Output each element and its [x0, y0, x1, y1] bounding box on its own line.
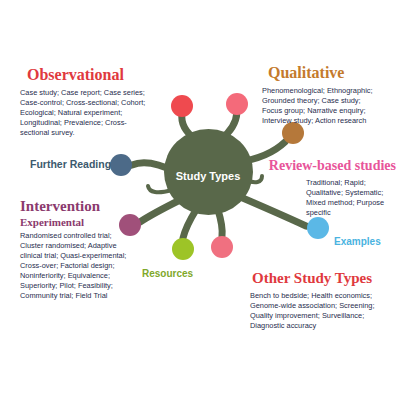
dot: [171, 95, 193, 117]
dot: [211, 236, 233, 258]
category-heading: Other Study Types: [252, 270, 372, 287]
sub-heading: Experimental: [20, 216, 84, 228]
octopus-head: Study Types: [164, 129, 253, 215]
link-label: Resources: [142, 268, 193, 279]
category-list: Traditional; Rapid; Qualitative; Systema…: [306, 178, 392, 218]
dot: [172, 238, 194, 260]
dot: [307, 217, 329, 239]
category-list: Randomised controlled trial; Cluster ran…: [20, 231, 132, 301]
category-list: Case study; Case report; Case series; Ca…: [20, 88, 146, 138]
head-outline: [164, 129, 253, 215]
dot: [282, 122, 304, 144]
category-heading: Qualitative: [268, 64, 344, 82]
category-list: Phenomenological; Ethnographic; Grounded…: [262, 86, 380, 126]
category-heading: Intervention: [20, 198, 100, 215]
link-label: Further Reading: [30, 159, 111, 171]
tentacle: [183, 210, 196, 238]
dot: [226, 93, 248, 115]
dot: [119, 214, 141, 236]
category-heading: Review-based studies: [269, 158, 396, 173]
category-heading: Observational: [27, 66, 124, 84]
dot: [110, 154, 132, 176]
tentacle: [238, 196, 306, 226]
category-list: Bench to bedside; Health economics; Geno…: [250, 291, 390, 331]
link-label: Examples: [334, 236, 381, 247]
tentacle: [140, 200, 180, 222]
tentacle: [218, 210, 222, 236]
node-title: Study Types: [164, 170, 253, 183]
